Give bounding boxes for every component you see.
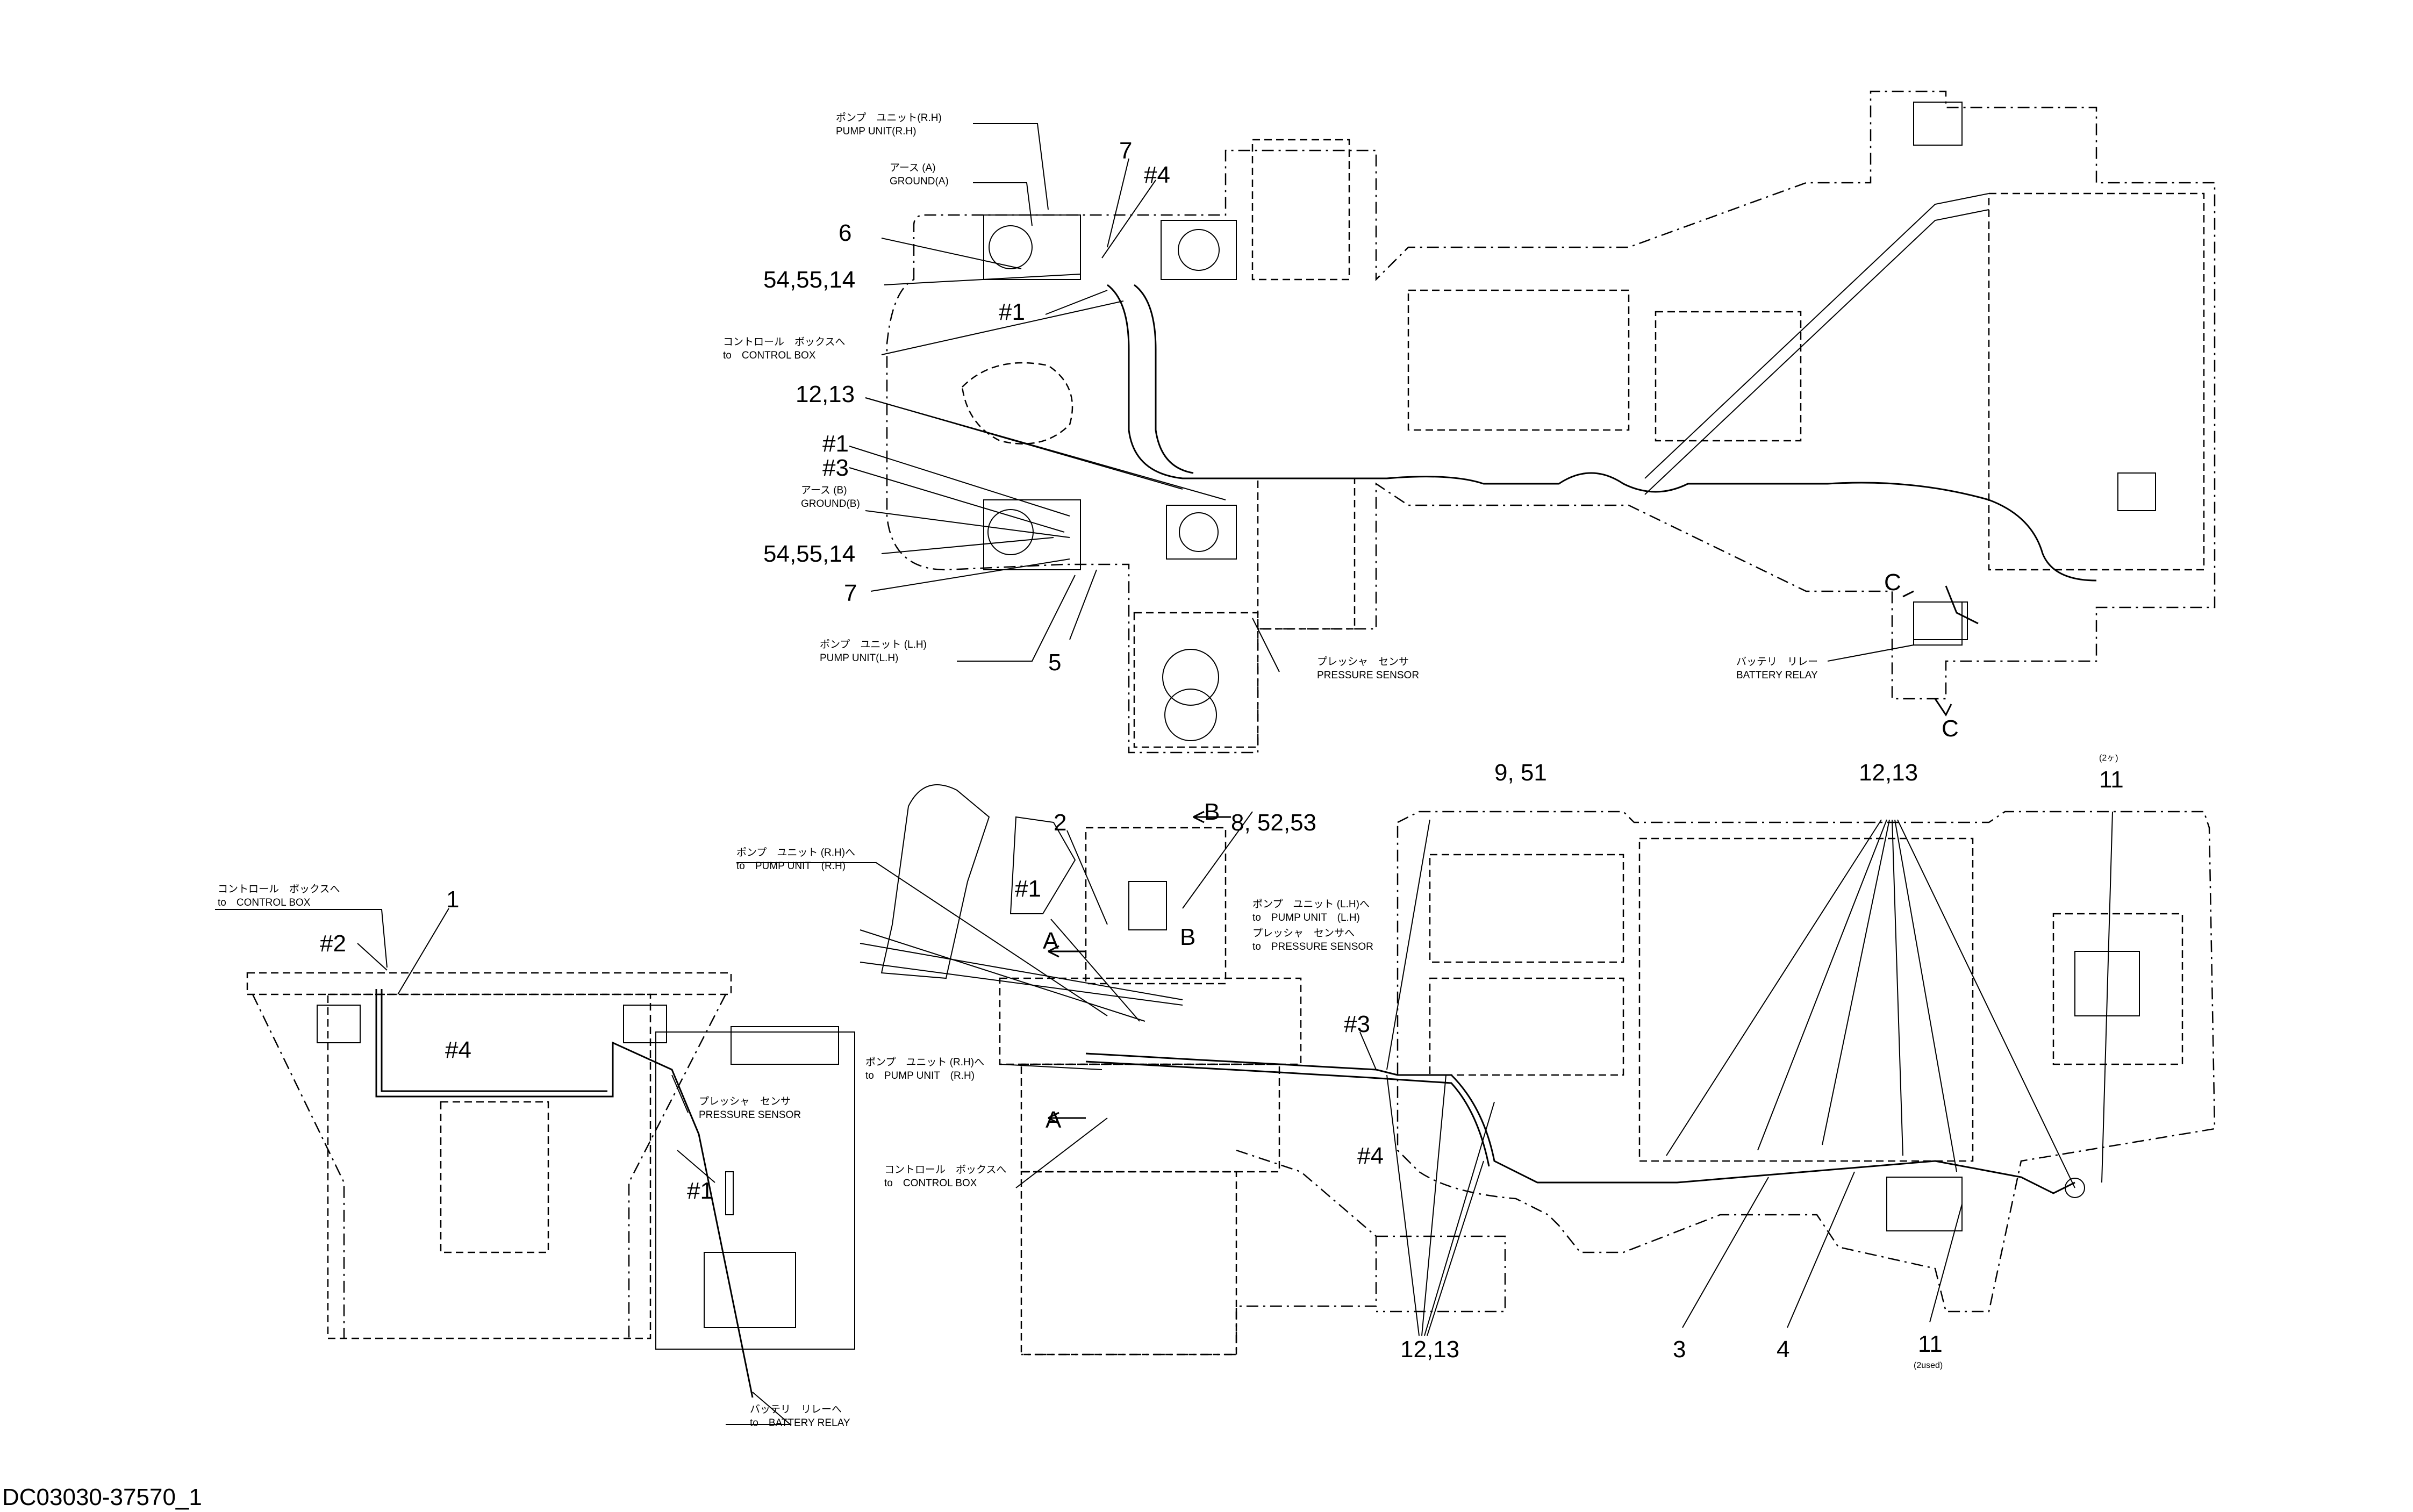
callout-11-top: 11 xyxy=(2099,766,2124,793)
callout-12-13-side-top: 12,13 xyxy=(1859,759,1918,786)
view-b-top: B xyxy=(1204,799,1220,825)
front-pressure-sensor-label-jp: プレッシャ センサ xyxy=(699,1095,791,1107)
callout-hash4-top: #4 xyxy=(1144,162,1170,188)
callout-11-bot: 11 xyxy=(1918,1331,1943,1357)
callout-hash4-front: #4 xyxy=(445,1037,471,1063)
callout-2: 2 xyxy=(1054,809,1066,836)
ground-a-label-jp: アース (A) xyxy=(890,162,936,174)
callout-hash1-side: #1 xyxy=(1015,876,1041,902)
callout-hash3-mid: #3 xyxy=(822,455,849,481)
to-control-box-label-en: to CONTROL BOX xyxy=(723,350,816,361)
ground-b-label-jp: アース (B) xyxy=(801,485,847,496)
front-pressure-sensor-label-en: PRESSURE SENSOR xyxy=(699,1109,801,1121)
callout-54-55-14-bot: 54,55,14 xyxy=(763,541,855,567)
ground-b-label-en: GROUND(B) xyxy=(801,498,860,510)
front-to-control-box-label-en: to CONTROL BOX xyxy=(218,897,311,908)
callout-4: 4 xyxy=(1777,1336,1789,1363)
callout-1: 1 xyxy=(446,886,459,913)
callout-5: 5 xyxy=(1048,649,1061,676)
callout-3: 3 xyxy=(1673,1336,1686,1363)
to-pump-unit-rh-a-label-en: to PUMP UNIT (R.H) xyxy=(736,861,846,872)
callout-12-13-side-bot: 12,13 xyxy=(1400,1336,1459,1363)
to-pump-unit-rh-b-label-en: to PUMP UNIT (R.H) xyxy=(865,1070,975,1081)
to-control-box-label-jp: コントロール ボックスへ xyxy=(723,336,845,348)
section-c-lower: C xyxy=(1942,715,1959,742)
drawing-code: DC03030-37570_1 xyxy=(2,1484,202,1510)
to-pump-unit-rh-a-label-jp: ポンプ ユニット (R.H)へ xyxy=(736,847,855,858)
to-pump-unit-lh-label-jp: ポンプ ユニット (L.H)へ xyxy=(1252,898,1370,910)
pump-unit-rh-label-en: PUMP UNIT(R.H) xyxy=(836,126,916,137)
pump-unit-lh-label-en: PUMP UNIT(L.H) xyxy=(820,653,898,664)
callout-hash1-mid: #1 xyxy=(822,431,849,457)
pump-unit-lh-label-jp: ポンプ ユニット (L.H) xyxy=(820,639,927,650)
callout-hash4-side: #4 xyxy=(1357,1143,1384,1169)
qty-2ke: (2ヶ) xyxy=(2099,754,2118,763)
battery-relay-label-en: BATTERY RELAY xyxy=(1736,670,1818,681)
callout-hash3-side: #3 xyxy=(1344,1011,1370,1037)
callout-12-13-top: 12,13 xyxy=(796,381,855,407)
to-pressure-sensor-label-jp: プレッシャ センサへ xyxy=(1252,927,1355,939)
pump-unit-rh-label-jp: ポンプ ユニット(R.H) xyxy=(836,112,942,124)
qty-2used: (2used) xyxy=(1914,1361,1943,1370)
to-battery-relay-label-en: to BATTERY RELAY xyxy=(750,1417,850,1429)
view-b-mid: B xyxy=(1180,924,1195,950)
to-pump-unit-lh-label-en: to PUMP UNIT (L.H) xyxy=(1252,912,1360,923)
to-pump-unit-rh-b-label-jp: ポンプ ユニット (R.H)へ xyxy=(865,1056,984,1068)
callout-54-55-14-top: 54,55,14 xyxy=(763,267,855,293)
section-c-upper: C xyxy=(1884,569,1901,596)
side-view xyxy=(736,784,2216,1356)
callout-7-top: 7 xyxy=(1119,138,1132,164)
callout-hash1-top: #1 xyxy=(999,299,1025,325)
ground-a-label-en: GROUND(A) xyxy=(890,176,949,187)
labels: ポンプ ユニット(R.H) PUMP UNIT(R.H) アース (A) GRO… xyxy=(2,112,2124,1510)
front-view xyxy=(215,908,855,1425)
callout-7-bot: 7 xyxy=(844,580,857,606)
front-to-control-box-label-jp: コントロール ボックスへ xyxy=(218,883,340,895)
to-battery-relay-label-jp: バッテリ リレーへ xyxy=(750,1404,842,1415)
view-a-top: A xyxy=(1043,928,1059,954)
callout-hash1-front: #1 xyxy=(687,1178,713,1204)
side-to-control-box-label-jp: コントロール ボックスへ xyxy=(884,1164,1006,1176)
callout-8-52-53: 8, 52,53 xyxy=(1231,809,1316,836)
callout-9-51: 9, 51 xyxy=(1494,759,1547,786)
pressure-sensor-label-jp: プレッシャ センサ xyxy=(1317,656,1409,668)
top-plan-view xyxy=(849,90,2216,754)
callout-6: 6 xyxy=(839,220,851,246)
side-to-control-box-label-en: to CONTROL BOX xyxy=(884,1178,977,1189)
to-pressure-sensor-label-en: to PRESSURE SENSOR xyxy=(1252,941,1373,952)
battery-relay-label-jp: バッテリ リレー xyxy=(1736,656,1818,668)
callout-hash2: #2 xyxy=(320,930,346,957)
pressure-sensor-label-en: PRESSURE SENSOR xyxy=(1317,670,1419,681)
view-a-bot: A xyxy=(1046,1107,1062,1133)
